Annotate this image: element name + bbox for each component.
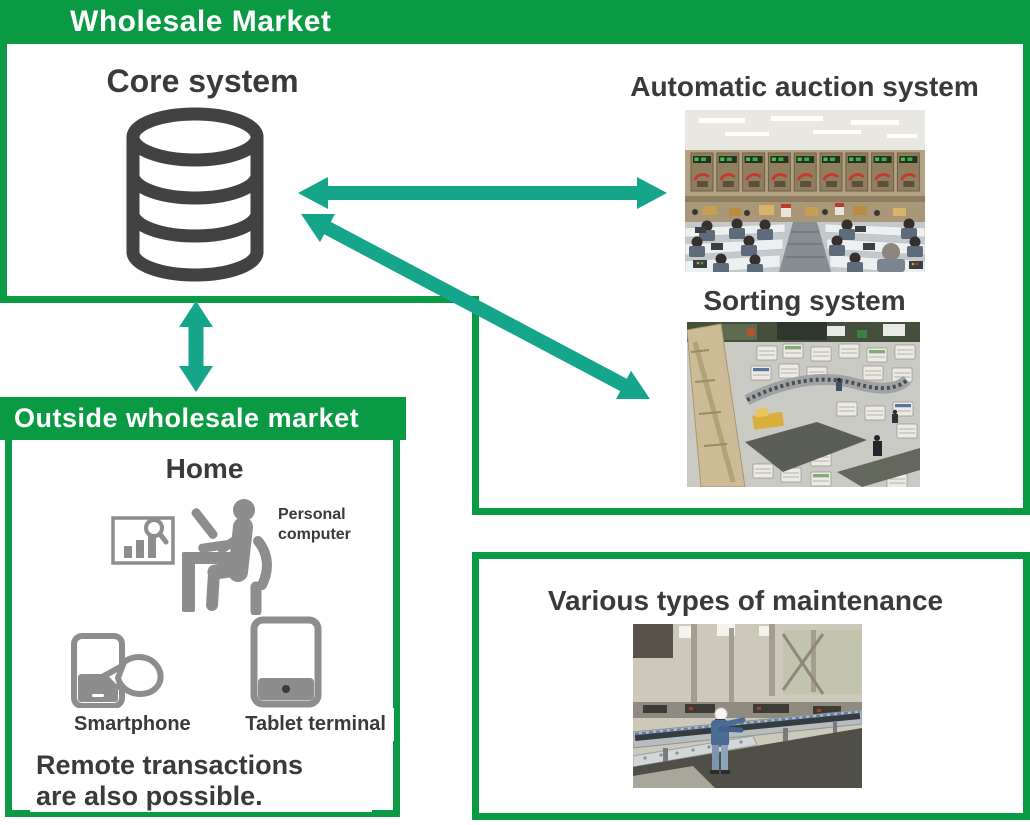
wholesale-right-border — [1023, 44, 1030, 515]
remote-note-line1: Remote transactions — [36, 750, 304, 780]
outside-market-title: Outside wholesale market — [14, 403, 360, 433]
sorting-warehouse-photo — [687, 322, 920, 487]
auction-room-photo — [685, 110, 925, 272]
automatic-auction-system-label: Automatic auction system — [630, 71, 979, 102]
wholesale-market-header-bar: Wholesale Market — [0, 0, 1030, 44]
outside-market-box — [5, 440, 400, 817]
wholesale-connector-border — [472, 296, 479, 508]
database-icon — [123, 106, 268, 284]
maintenance-box — [472, 552, 1030, 820]
person-at-computer-icon — [170, 495, 275, 615]
home-label: Home — [82, 450, 327, 488]
maintenance-title-label: Various types of maintenance — [505, 577, 986, 625]
sorting-system-label: Sorting system — [703, 285, 906, 316]
chart-board-icon — [110, 513, 178, 567]
device-labels-strip: Smartphone Tablet terminal — [60, 708, 394, 741]
smartphone-label: Smartphone — [74, 713, 191, 735]
outside-market-header-bar: Outside wholesale market — [0, 397, 406, 440]
worker-figure — [710, 707, 746, 774]
core-system-label: Core system — [93, 60, 312, 103]
wholesale-bottom-right-border — [472, 508, 1030, 515]
tablet-terminal-label: Tablet terminal — [245, 713, 386, 735]
tablet-icon — [250, 616, 322, 708]
remote-transactions-note: Remote transactions are also possible. — [30, 748, 372, 812]
auction-sorting-panel: Automatic auction system — [597, 62, 1012, 318]
maintenance-photo — [633, 624, 862, 788]
wholesale-left-border — [0, 44, 7, 303]
wholesale-bottom-left-border — [0, 296, 479, 303]
personal-computer-label: Personal computer — [274, 504, 374, 546]
remote-note-line2: are also possible. — [36, 781, 263, 811]
smartphone-touch-icon — [66, 628, 170, 712]
wholesale-market-title: Wholesale Market — [70, 5, 332, 38]
market-outside-arrow — [179, 301, 213, 392]
